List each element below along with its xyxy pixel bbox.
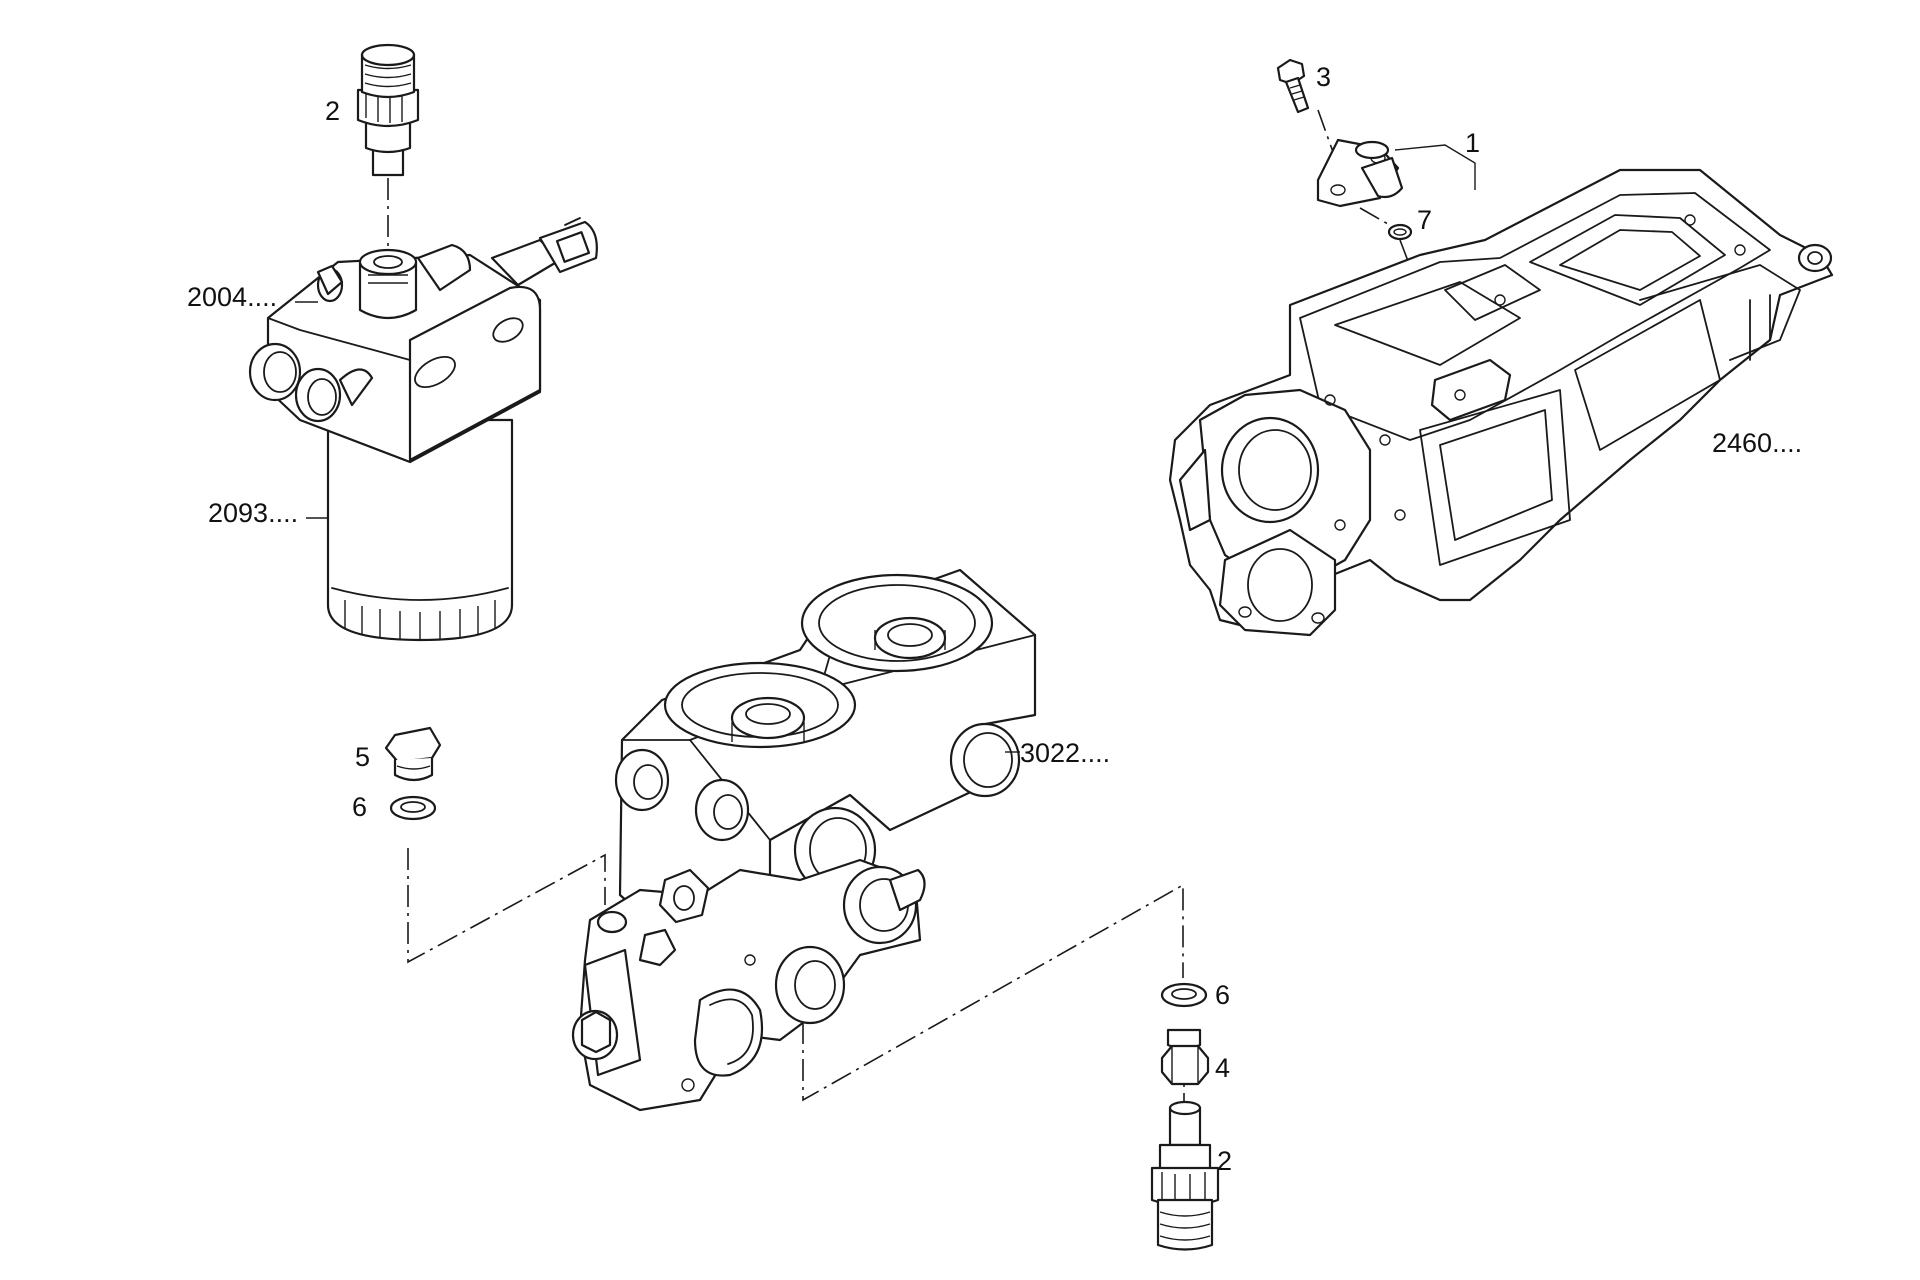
ref-2093: 2093.... [208, 498, 298, 528]
washer-6-left [389, 795, 437, 821]
fuel-filter-assembly [248, 217, 598, 642]
ref-3022: 3022.... [1020, 738, 1110, 768]
leader-item-1 [1394, 144, 1476, 190]
sensor-1 [1316, 138, 1404, 208]
line-plug-5-to-block [407, 848, 606, 964]
callout-2-top: 2 [325, 96, 340, 126]
line-block-to-plug-4 [802, 883, 1184, 1102]
line-screw-3-to-sensor-1 [1317, 109, 1334, 153]
filter-canister [326, 418, 514, 642]
sensor-2-bottom [1150, 1100, 1220, 1251]
filter-head [248, 217, 598, 464]
screw-3 [1276, 58, 1310, 114]
leader-lines [295, 144, 1476, 753]
sensor-2-top [356, 43, 420, 177]
callouts: 1 2 2 3 4 5 6 6 7 2004.... 2093.... 2460… [187, 62, 1802, 1176]
valve-block [571, 568, 1037, 1112]
washer-6-right [1160, 982, 1208, 1008]
plug-5 [384, 726, 442, 782]
callout-3: 3 [1316, 62, 1331, 92]
callout-4: 4 [1215, 1053, 1230, 1083]
plug-4 [1160, 1028, 1210, 1086]
callout-1: 1 [1465, 128, 1480, 158]
ref-2460: 2460.... [1712, 428, 1802, 458]
oring-7 [1387, 223, 1413, 241]
callout-6-right: 6 [1215, 980, 1230, 1010]
callout-2-bottom: 2 [1217, 1146, 1232, 1176]
callout-7: 7 [1417, 205, 1432, 235]
ref-2004: 2004.... [187, 282, 277, 312]
line-sensor-1-to-oring-7 [1359, 207, 1396, 229]
callout-5: 5 [355, 742, 370, 772]
callout-6-left: 6 [352, 792, 367, 822]
transmission-housing [1168, 168, 1834, 637]
